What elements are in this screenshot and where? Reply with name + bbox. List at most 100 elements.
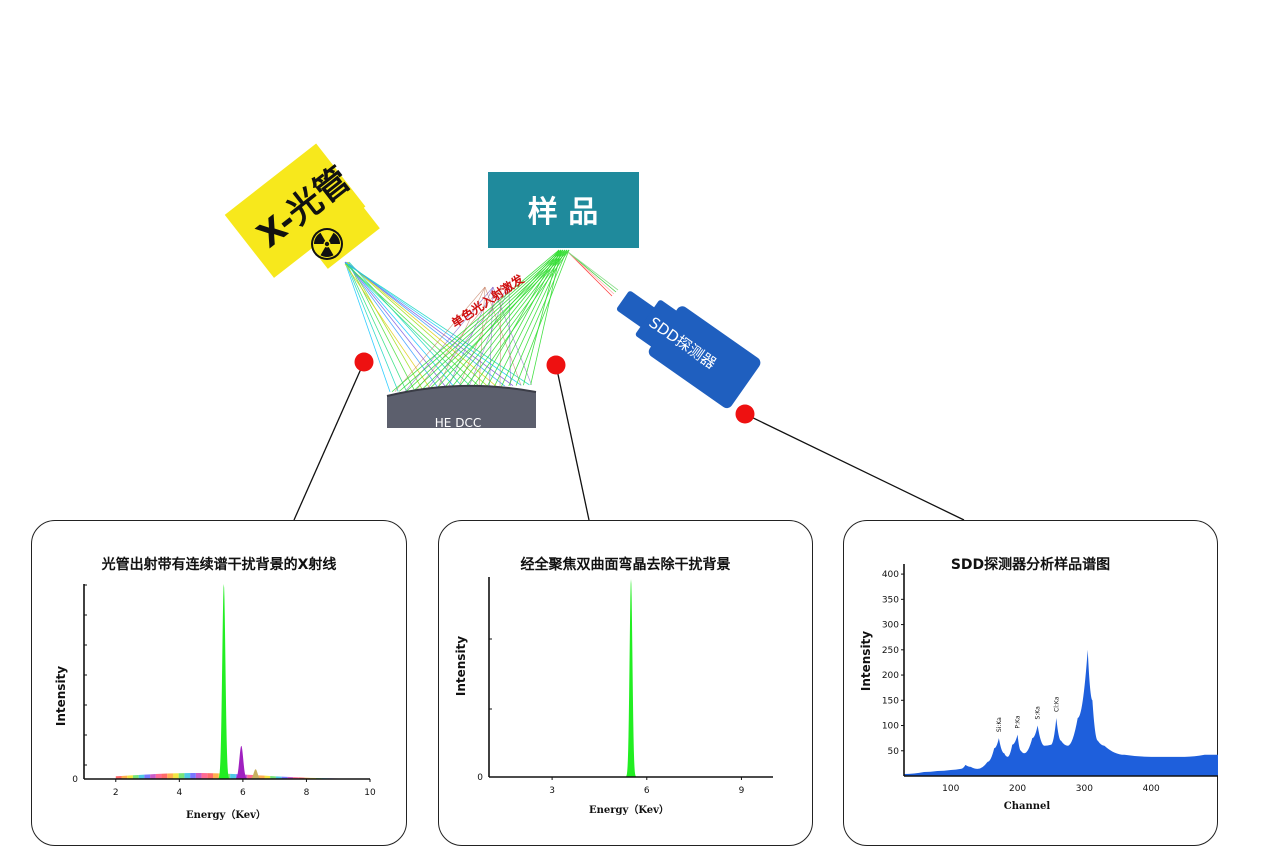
y-tick-label: 0 [477, 773, 483, 783]
ray [508, 286, 511, 386]
peak-3 [246, 769, 266, 779]
y-axis-label: Intensity [54, 666, 68, 726]
ray [346, 262, 448, 390]
background-segment [264, 775, 271, 779]
panel-1-title: 光管出射带有连续谱干扰背景的X射线 [101, 557, 337, 573]
ray [406, 249, 564, 392]
ray [346, 263, 407, 392]
y-axis-label: Intensity [454, 636, 468, 696]
callout-line-3 [744, 413, 965, 521]
background-segment [178, 773, 185, 779]
y-tick-label: 400 [882, 570, 899, 580]
ray [567, 251, 619, 291]
peak-label: S:Ka [1035, 706, 1042, 720]
x-tick-label: 8 [304, 788, 310, 798]
marker-3 [735, 404, 755, 424]
background-segment [195, 773, 202, 779]
peak-label: Cl:Ka [1053, 696, 1060, 712]
ray [347, 261, 415, 391]
y-tick-label: 0 [72, 775, 78, 785]
ray [489, 286, 494, 387]
panel-2-title: 经全聚焦双曲面弯晶去除干扰背景 [520, 557, 731, 573]
ray [508, 249, 568, 387]
x-tick-label: 10 [364, 788, 376, 798]
ray [348, 262, 424, 391]
y-tick-label: 50 [888, 747, 900, 757]
x-tick-label: 6 [240, 788, 246, 798]
x-axis-label: Energy（Kev） [186, 808, 266, 821]
background-segment [132, 774, 139, 779]
panel-tube-spectrum: 光管出射带有连续谱干扰背景的X射线 2 4 6 8 10 0 Intensity Ener… [31, 520, 407, 846]
x-tick-label: 300 [1076, 784, 1093, 794]
background-segment [184, 773, 191, 779]
ray [492, 286, 532, 385]
x-tick-label: 9 [739, 786, 745, 796]
peak-1 [214, 584, 234, 779]
y-axis-label: Intensity [859, 631, 873, 691]
ray [344, 261, 391, 392]
radiation-icon [311, 228, 343, 260]
ray [345, 262, 399, 392]
y-tick-label: 200 [882, 671, 899, 681]
background-segment [155, 773, 162, 779]
ray [523, 249, 560, 386]
background-segment [230, 773, 236, 779]
ray [391, 249, 560, 393]
ray [413, 249, 566, 391]
background-segment [127, 775, 133, 779]
ray [435, 249, 560, 390]
ray [450, 249, 564, 390]
x-tick-label: 200 [1009, 784, 1026, 794]
ray [345, 263, 481, 388]
y-tick-label: 150 [882, 696, 899, 706]
chart-tube-spectrum: 2 4 6 8 10 0 Intensity Energy（Kev） [54, 584, 376, 821]
y-tick-label: 350 [882, 595, 899, 605]
ray [344, 263, 432, 391]
he-dcc-crystal [387, 385, 536, 428]
background-segment [207, 773, 214, 779]
sample-block [488, 172, 639, 248]
ray [347, 263, 456, 389]
background-segment [213, 773, 219, 779]
crystal-to-sample-rays [391, 249, 570, 393]
ray [344, 262, 473, 389]
spectrum-area [904, 649, 1218, 776]
ray [493, 249, 564, 387]
ray [479, 249, 560, 388]
sdd-detector: SDD探测器 [616, 291, 761, 409]
ray [347, 262, 497, 387]
background-segment [167, 773, 173, 779]
y-tick-label: 250 [882, 646, 899, 656]
ray [468, 286, 510, 389]
sample-to-detector-rays [567, 251, 619, 297]
x-tick-label: 400 [1143, 784, 1160, 794]
ray [399, 249, 562, 392]
x-tick-label: 6 [644, 786, 650, 796]
callout-line-2 [555, 364, 590, 521]
x-tick-label: 100 [942, 784, 959, 794]
peak-1 [623, 579, 639, 777]
background-segment [201, 773, 208, 779]
x-tick-label: 2 [113, 788, 119, 798]
x-axis-label: Energy（Kev） [589, 803, 669, 816]
background-segment [150, 774, 156, 779]
ray [345, 262, 522, 386]
ray [415, 286, 502, 391]
ray [486, 249, 562, 388]
ray [457, 249, 566, 389]
ray [420, 249, 568, 391]
background-segment [144, 774, 151, 779]
y-tick-label: 100 [882, 722, 899, 732]
ray [457, 286, 502, 389]
sample-label: 样 品 [528, 195, 598, 230]
x-tick-label: 4 [176, 788, 182, 798]
ray [346, 261, 489, 388]
background-segment [161, 773, 168, 779]
x-axis-label: Channel [1004, 801, 1051, 812]
tube-to-crystal-rays [344, 261, 532, 392]
